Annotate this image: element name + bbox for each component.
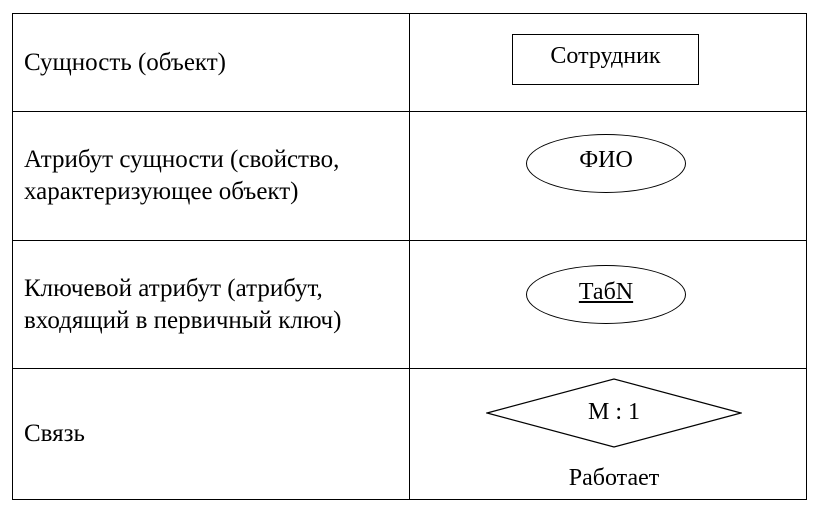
key-attribute-name: ТабN [578,279,634,305]
key-attribute-label-line-2: входящий в первичный ключ) [24,306,342,334]
cardinality-text: М : 1 [587,398,640,425]
relationship-diamond: М : 1 [486,378,742,448]
table-row-relationship: Связь М : 1 Работает [12,368,807,500]
key-attribute-ellipse: ТабN [526,265,686,324]
table-row-attribute: Атрибут сущности (свойство, характеризую… [12,111,807,241]
entity-label-cell: Сущность (объект) [12,13,410,112]
relationship-shape-cell: М : 1 Работает [409,368,807,500]
attribute-label-line-1: Атрибут сущности (свойство, [24,146,340,173]
cardinality-label: М : 1 [486,378,742,448]
attribute-ellipse: ФИО [526,134,686,193]
entity-rectangle: Сотрудник [512,34,699,85]
attribute-label-cell: Атрибут сущности (свойство, характеризую… [12,111,410,241]
er-notation-table: Сущность (объект) Сотрудник Атрибут сущн… [12,13,807,500]
entity-shape-cell: Сотрудник [409,13,807,112]
entity-name: Сотрудник [550,43,661,69]
relationship-label: Связь [24,420,85,447]
key-attribute-label-line-1: Ключевой атрибут (атрибут, [24,274,323,302]
attribute-name: ФИО [579,147,633,173]
table-row-key-attribute: Ключевой атрибут (атрибут, входящий в пе… [12,240,807,369]
relationship-label-cell: Связь [12,368,410,500]
diamond-shape [486,378,742,448]
key-attribute-label-cell: Ключевой атрибут (атрибут, входящий в пе… [12,240,410,369]
attribute-shape-cell: ФИО [409,111,807,241]
attribute-label-line-2: характеризующее объект) [24,178,299,205]
entity-label: Сущность (объект) [24,48,226,76]
table-row-entity: Сущность (объект) Сотрудник [12,13,807,112]
key-attribute-shape-cell: ТабN [409,240,807,369]
relationship-name: Работает [568,465,660,491]
